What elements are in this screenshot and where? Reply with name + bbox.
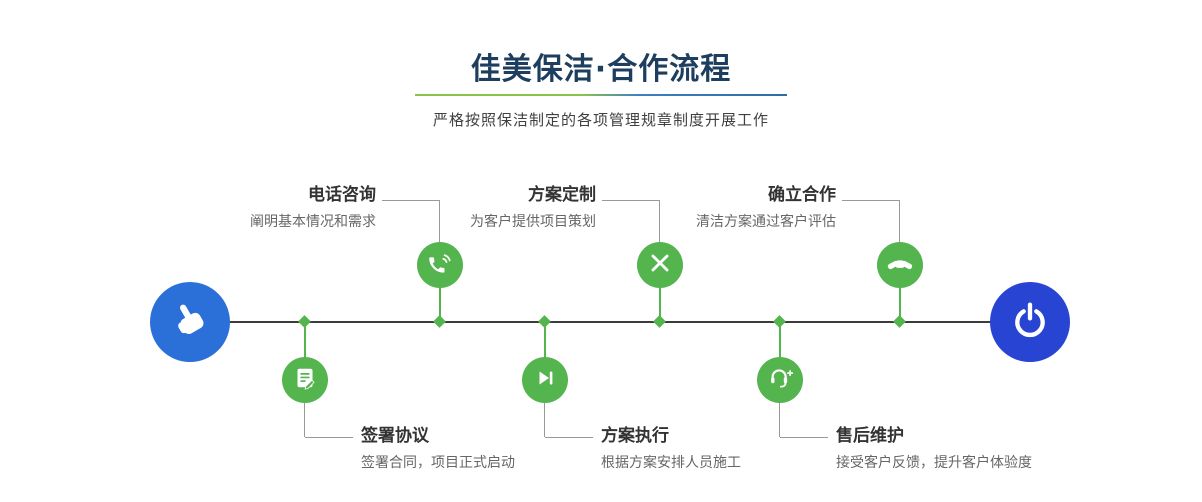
page-subtitle: 严格按照保洁制定的各项管理规章制度开展工作 [432, 111, 769, 129]
step-icon-circle [522, 357, 568, 403]
step-desc: 根据方案安排人员施工 [601, 455, 741, 471]
connector-line [382, 200, 440, 201]
step-icon-circle [417, 242, 463, 288]
connector-line [305, 437, 353, 438]
step-label: 方案定制 [528, 185, 596, 205]
step-desc: 阐明基本情况和需求 [250, 214, 376, 230]
step-label: 电话咨询 [308, 185, 376, 205]
timeline-node-diamond [893, 315, 906, 328]
step-label: 确立合作 [768, 185, 836, 205]
timeline-node-diamond [653, 315, 666, 328]
connector-line [544, 403, 545, 437]
timeline-start-node [150, 282, 230, 362]
connector-line [659, 200, 660, 242]
step-icon-circle [877, 242, 923, 288]
connector-line [439, 288, 441, 322]
timeline-end-node [990, 282, 1070, 362]
connector-line [779, 322, 781, 357]
phone-icon [427, 250, 453, 280]
page-title: 佳美保洁·合作流程 [470, 52, 732, 87]
step-label: 售后维护 [836, 426, 904, 446]
connector-line [304, 322, 306, 357]
step-icon-circle [757, 357, 803, 403]
play-icon [533, 366, 557, 394]
headset-support-icon [767, 365, 794, 395]
step-icon-circle [282, 357, 328, 403]
connector-line [899, 288, 901, 322]
title-divider [415, 94, 787, 96]
connector-line [780, 437, 828, 438]
connector-line [545, 437, 593, 438]
connector-line [659, 288, 661, 322]
handshake-icon [886, 249, 914, 281]
connector-line [602, 200, 660, 201]
connector-line [439, 200, 440, 242]
connector-line [779, 403, 780, 437]
step-desc: 签署合同，项目正式启动 [361, 455, 515, 471]
step-label: 方案执行 [601, 426, 669, 446]
connector-line [544, 322, 546, 357]
connector-line [899, 200, 900, 242]
step-desc: 接受客户反馈，提升客户体验度 [836, 455, 1032, 471]
power-icon [1010, 300, 1050, 344]
connector-line [304, 403, 305, 437]
connector-line [842, 200, 900, 201]
document-sign-icon [293, 366, 317, 394]
timeline-node-diamond [433, 315, 446, 328]
step-icon-circle [637, 242, 683, 288]
step-desc: 清洁方案通过客户评估 [696, 214, 836, 230]
timeline-line [190, 321, 1030, 323]
design-tools-icon [647, 250, 673, 280]
step-label: 签署协议 [361, 426, 429, 446]
step-desc: 为客户提供项目策划 [470, 214, 596, 230]
pointer-hand-icon [169, 299, 211, 345]
